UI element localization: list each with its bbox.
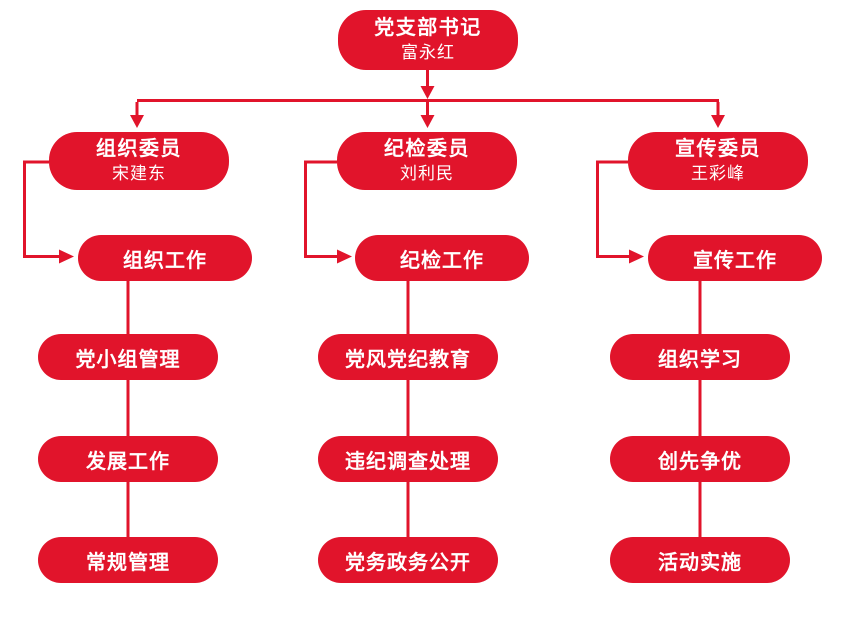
node-person-name: 富永红 [401, 43, 455, 63]
node-title: 组织委员 [96, 138, 182, 161]
node-title: 纪检委员 [384, 138, 470, 161]
node-task: 创先争优 [610, 436, 790, 482]
node-person-name: 王彩峰 [691, 164, 745, 184]
node-committee-organization: 组织委员 宋建东 [49, 132, 229, 190]
node-title: 党支部书记 [374, 17, 482, 40]
node-task: 发展工作 [38, 436, 218, 482]
node-task: 党风党纪教育 [318, 334, 498, 380]
node-title: 宣传委员 [675, 138, 761, 161]
node-person-name: 刘利民 [400, 164, 454, 184]
node-work-discipline: 纪检工作 [355, 235, 529, 281]
node-task: 党务政务公开 [318, 537, 498, 583]
node-person-name: 宋建东 [112, 164, 166, 184]
node-task: 活动实施 [610, 537, 790, 583]
node-task: 违纪调查处理 [318, 436, 498, 482]
node-work-organization: 组织工作 [78, 235, 252, 281]
node-work-publicity: 宣传工作 [648, 235, 822, 281]
node-committee-discipline: 纪检委员 刘利民 [337, 132, 517, 190]
node-task: 组织学习 [610, 334, 790, 380]
node-task: 党小组管理 [38, 334, 218, 380]
node-task: 常规管理 [38, 537, 218, 583]
node-branch-secretary: 党支部书记 富永红 [338, 10, 518, 70]
node-committee-publicity: 宣传委员 王彩峰 [628, 132, 808, 190]
